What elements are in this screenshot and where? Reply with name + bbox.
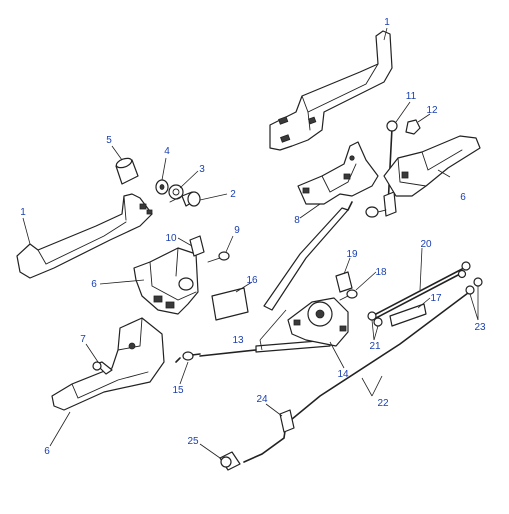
callout-9: 9 [234, 225, 240, 236]
callout-6-right: 6 [460, 192, 466, 203]
callout-23: 23 [474, 322, 486, 333]
leader-lines [22, 27, 479, 459]
callout-1-top: 1 [384, 17, 390, 28]
clip-part-25 [219, 451, 241, 471]
callout-13: 13 [232, 335, 244, 346]
callout-3: 3 [199, 164, 205, 175]
bush-part-5 [115, 157, 139, 185]
callout-21: 21 [369, 341, 381, 352]
callout-12: 12 [426, 105, 438, 116]
callout-24: 24 [256, 394, 268, 405]
long-rod-part-22 [243, 289, 473, 463]
callout-15: 15 [172, 385, 184, 396]
rod-part-13-lower [183, 339, 331, 357]
callout-7: 7 [80, 334, 86, 345]
callout-8: 8 [294, 215, 300, 226]
clip-part-10 [189, 235, 205, 257]
rod-clip-part-15 [175, 351, 194, 363]
callout-16: 16 [246, 275, 258, 286]
callout-18: 18 [375, 267, 387, 278]
callout-19: 19 [346, 249, 358, 260]
callout-4: 4 [164, 146, 170, 157]
washer-part-4 [155, 179, 169, 195]
rod-part-20 [375, 261, 471, 319]
rod-guide-part-24 [279, 409, 295, 433]
callout-10: 10 [165, 233, 177, 244]
screw-part-9 [207, 251, 230, 263]
pad-part-17 [389, 303, 427, 327]
latch-mechanism-part-8 [297, 141, 379, 205]
pad-part-16 [211, 287, 249, 321]
callout-11: 11 [406, 91, 417, 102]
outer-handle-left [16, 193, 153, 279]
callout-5: 5 [106, 135, 112, 146]
callout-20: 20 [420, 239, 432, 250]
nut-part-12 [405, 119, 421, 135]
callout-14: 14 [337, 369, 349, 380]
clip-part-19 [335, 271, 353, 293]
screw-part-18 [339, 289, 358, 301]
screw-part-7 [92, 361, 113, 375]
callout-6-bottom: 6 [44, 446, 50, 457]
screw-part-2 [169, 191, 201, 207]
lock-bracket-part-6-left [133, 247, 199, 315]
link-rod-part-11 [365, 120, 398, 218]
callout-2: 2 [230, 189, 236, 200]
callout-17: 17 [430, 293, 442, 304]
lock-assembly-part-14 [287, 297, 349, 347]
callout-25: 25 [187, 436, 199, 447]
clip-part-23 [465, 277, 483, 295]
clip-part-21 [367, 311, 383, 327]
callout-22: 22 [377, 398, 389, 409]
callout-labels: 1 1 2 3 4 5 6 6 6 7 8 9 10 11 12 13 14 1… [20, 17, 486, 457]
inner-handle-part-6-bottom [51, 317, 165, 411]
callout-6-left: 6 [91, 279, 97, 290]
outer-handle-top-right [269, 30, 393, 151]
rod-part-13-upper [263, 201, 353, 311]
callout-1-left: 1 [20, 207, 26, 218]
inner-handle-part-6-right [383, 135, 481, 197]
